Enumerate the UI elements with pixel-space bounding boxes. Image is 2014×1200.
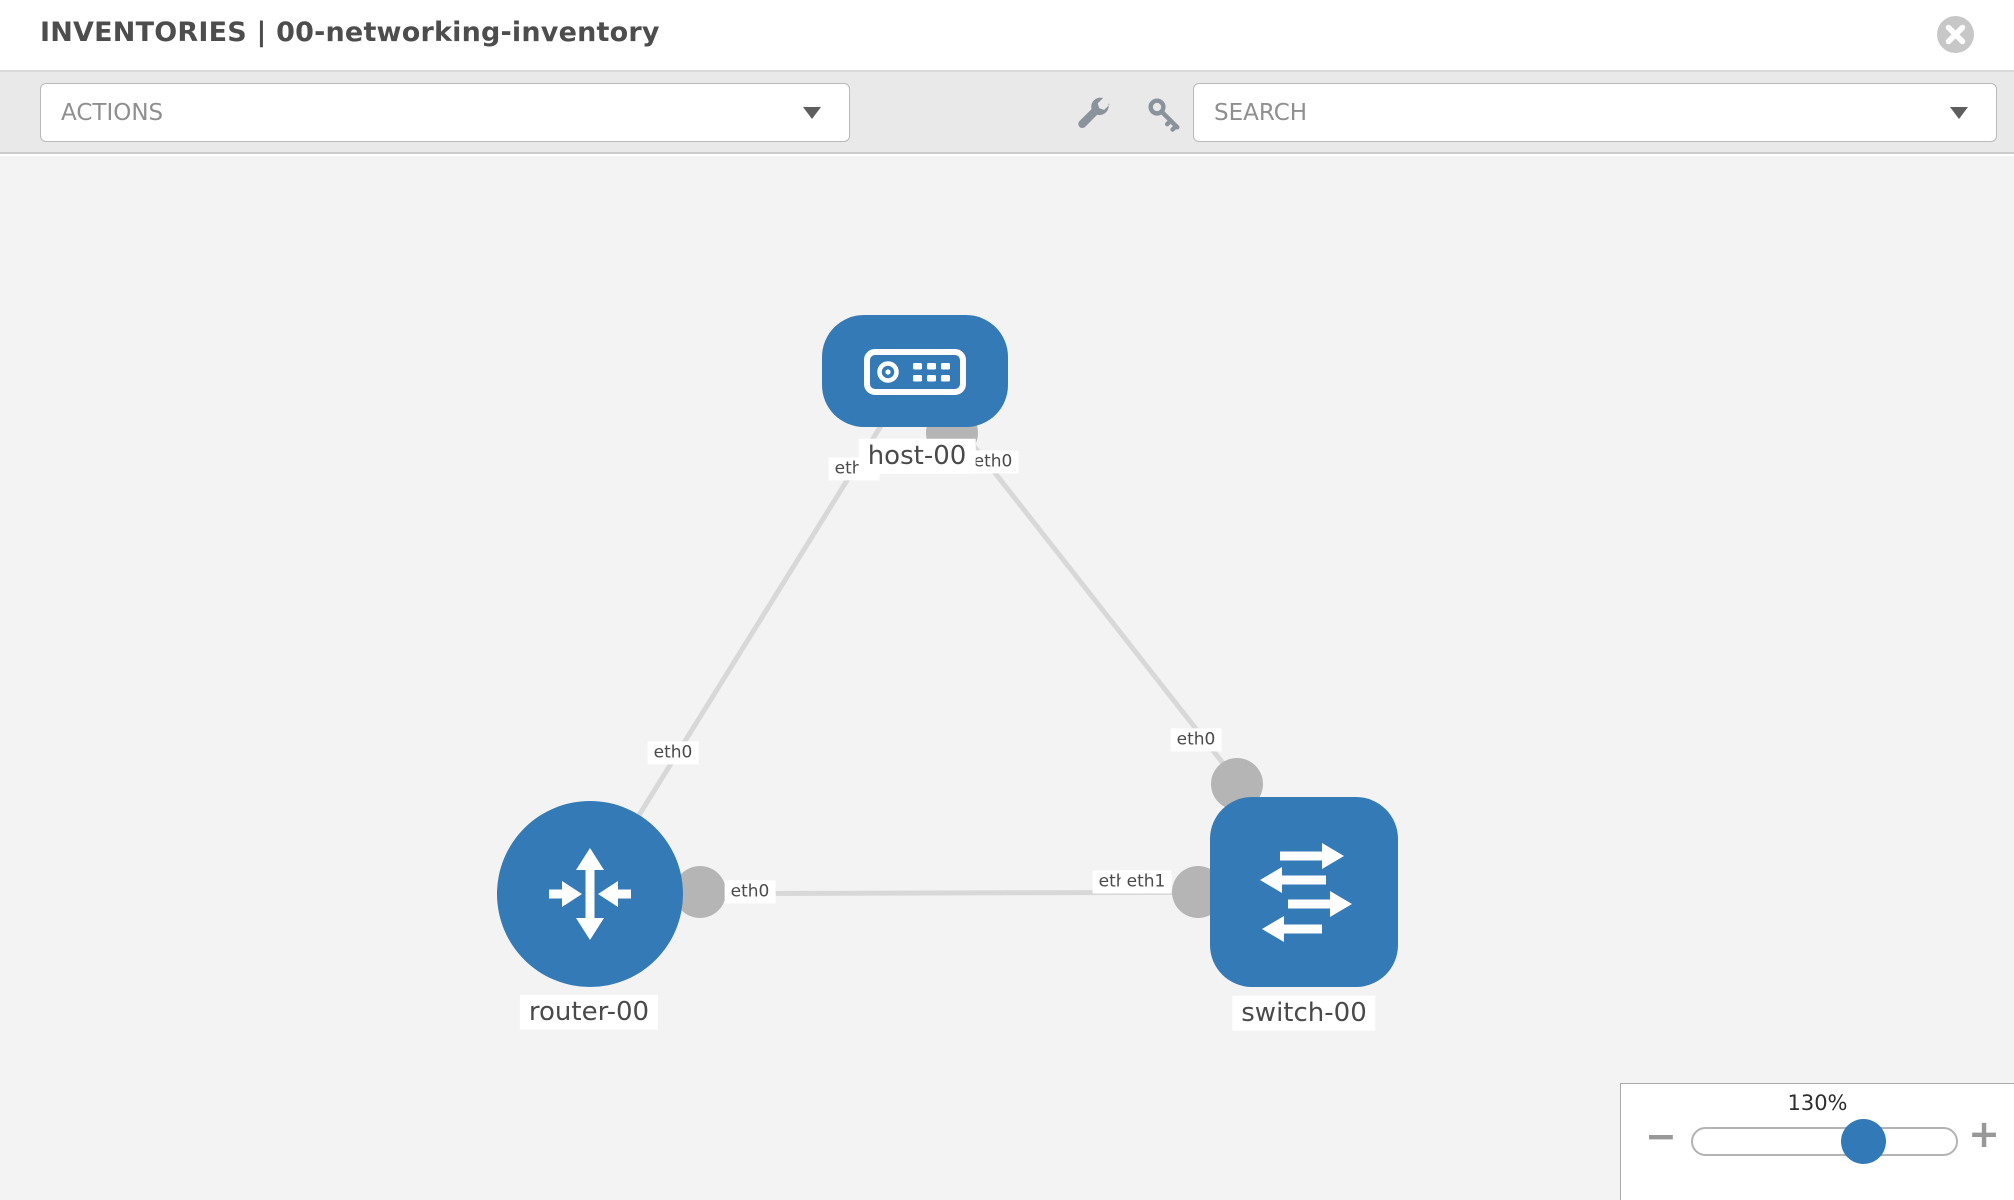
interface-label: eth0 [967, 450, 1019, 474]
actions-dropdown[interactable]: ACTIONS [40, 83, 850, 142]
close-button[interactable] [1937, 16, 1974, 53]
configure-button[interactable] [1070, 95, 1114, 135]
interface-connector[interactable] [1211, 758, 1263, 810]
router-icon [549, 848, 631, 940]
key-icon [1145, 98, 1183, 136]
zoom-panel: 130% − + [1620, 1083, 2014, 1200]
search-placeholder: SEARCH [1214, 99, 1308, 126]
zoom-out-button[interactable]: − [1645, 1114, 1677, 1158]
node-router-00[interactable] [497, 801, 683, 987]
toolbar: ACTIONS [0, 72, 2014, 154]
search-dropdown[interactable]: SEARCH [1193, 83, 1997, 142]
zoom-in-button[interactable]: + [1968, 1112, 2000, 1156]
host-icon [864, 349, 966, 395]
node-switch-00[interactable] [1210, 797, 1398, 987]
zoom-level: 130% [1787, 1091, 1848, 1115]
interface-label: eth0 [1170, 728, 1222, 752]
zoom-slider-thumb[interactable] [1841, 1119, 1886, 1164]
node-host-00[interactable] [822, 315, 1008, 427]
zoom-slider-track[interactable] [1691, 1127, 1958, 1156]
wrench-icon [1073, 97, 1111, 136]
header: INVENTORIES | 00-networking-inventory [0, 0, 2014, 72]
close-icon [1937, 24, 1974, 45]
node-label-host-00: host-00 [858, 438, 976, 474]
caret-down-icon [1950, 106, 1968, 119]
interface-label: eth0 [724, 880, 776, 904]
key-credentials-button[interactable] [1142, 95, 1186, 135]
topology-svg [497, 315, 1398, 987]
actions-dropdown-label: ACTIONS [61, 99, 164, 126]
interface-connector[interactable] [674, 866, 726, 918]
caret-down-icon [803, 106, 821, 119]
page-title: INVENTORIES | 00-networking-inventory [40, 17, 660, 48]
switch-icon [1260, 843, 1352, 942]
node-label-router-00: router-00 [519, 994, 659, 1030]
topology-canvas[interactable]: eth0 eth0 eth0 eth0 eth0 eth0 eth1 host-… [0, 156, 2014, 1200]
interface-label: eth1 [1120, 870, 1172, 894]
interface-label: eth0 [647, 741, 699, 765]
node-label-switch-00: switch-00 [1232, 995, 1376, 1031]
